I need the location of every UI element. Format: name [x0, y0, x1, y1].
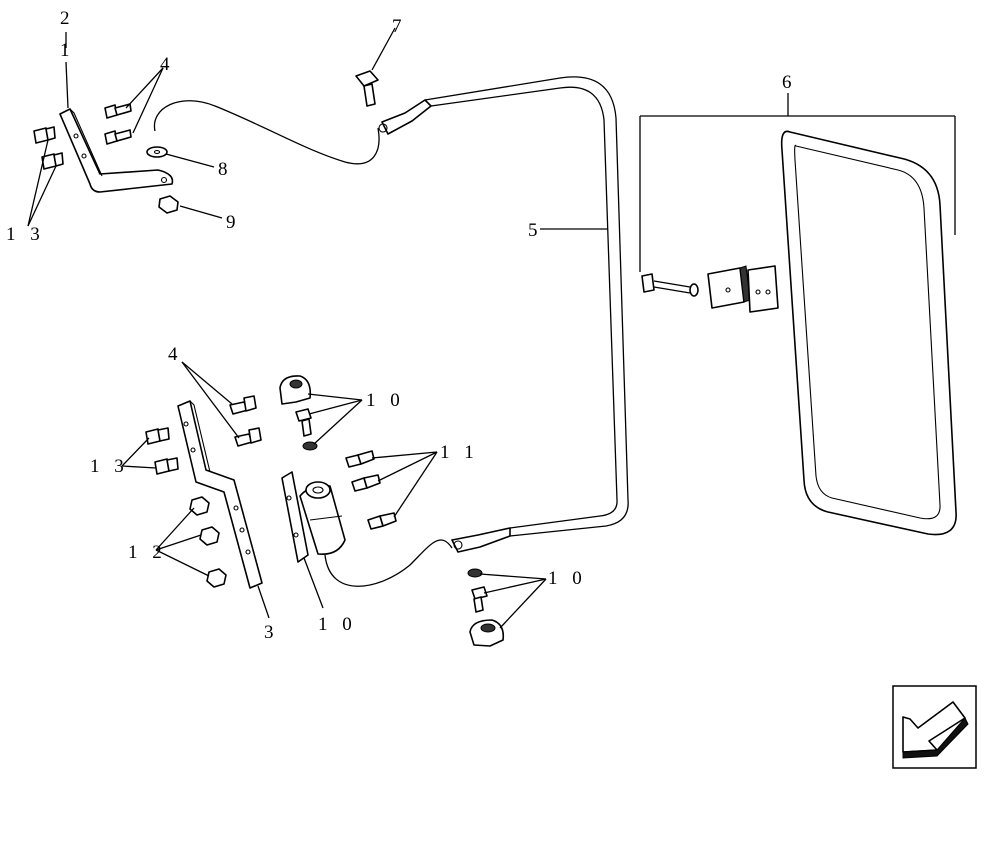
- callout-10-upper: 1 0: [366, 390, 405, 411]
- mirror-head: [641, 130, 957, 536]
- bolts-11: [345, 450, 397, 530]
- cable: [153, 100, 380, 165]
- nuts-12: [189, 496, 227, 588]
- bolt-13-lower: [145, 427, 179, 475]
- bolt-4-top: [104, 103, 132, 145]
- washer-8: [146, 146, 168, 158]
- callout-3: 3: [264, 622, 279, 643]
- callout-2: 2: [60, 8, 75, 29]
- clamp-10-lower: [467, 568, 505, 647]
- callout-1: 1: [60, 40, 75, 61]
- callout-4-top: 4: [160, 54, 175, 75]
- top-bracket: [59, 108, 174, 193]
- callout-12: 1 2: [128, 542, 167, 563]
- nut-9: [158, 195, 179, 214]
- callout-6: 6: [782, 72, 797, 93]
- lower-bracket: [177, 400, 263, 589]
- callout-13-top: 1 3: [6, 224, 45, 245]
- bolt-13-top: [33, 126, 64, 170]
- clamp-10-upper: [279, 375, 318, 451]
- callout-7: 7: [392, 16, 407, 37]
- bolt-7: [355, 70, 379, 107]
- callout-10-centre: 1 0: [318, 614, 357, 635]
- callout-9: 9: [226, 212, 241, 233]
- bolt-4-lower: [229, 395, 262, 447]
- back-arrow-icon[interactable]: [892, 685, 977, 769]
- callout-8: 8: [218, 159, 233, 180]
- callout-13-lower: 1 3: [90, 456, 129, 477]
- callout-4-lower: 4: [168, 344, 183, 365]
- callout-5: 5: [528, 220, 543, 241]
- damper-mount: [281, 471, 346, 563]
- mirror-arm: [378, 76, 629, 553]
- leader-lines: [27, 27, 956, 629]
- cable-lower: [324, 539, 453, 587]
- callout-11: 1 1: [440, 442, 479, 463]
- callout-10-lower: 1 0: [548, 568, 587, 589]
